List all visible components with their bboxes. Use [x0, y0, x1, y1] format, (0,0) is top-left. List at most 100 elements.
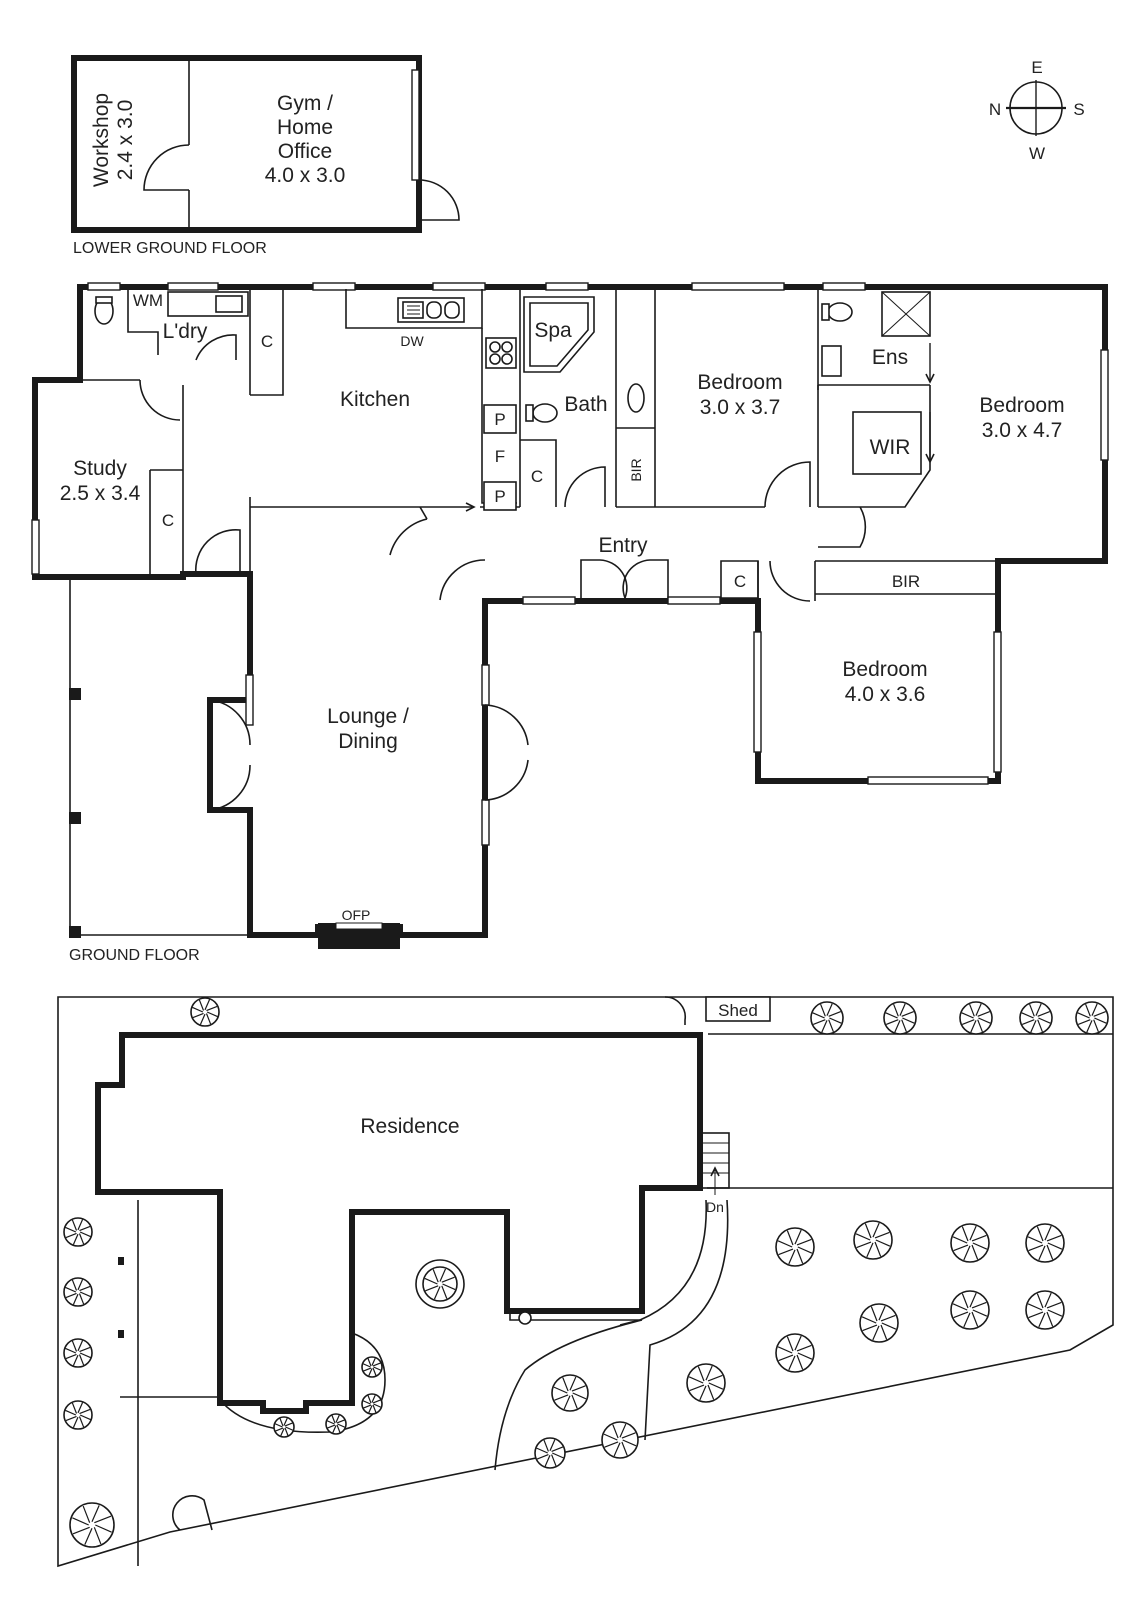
compass-west: W	[1029, 144, 1045, 163]
bath-label: Bath	[564, 393, 607, 416]
toilet-icon	[532, 403, 558, 423]
fridge-label: F	[495, 447, 505, 466]
tree-icon	[69, 1502, 115, 1548]
workshop-label: Workshop	[90, 93, 113, 187]
cooktop-icon	[485, 337, 517, 369]
gym-label-line3: Office	[278, 140, 332, 163]
tree-icon	[959, 1001, 993, 1035]
bedroom-door-icon	[764, 461, 811, 508]
spa-bath-icon	[523, 296, 595, 373]
compass-east: E	[1031, 58, 1042, 77]
ground-floor: WM L'dry C Kitchen DW P F P C Spa Bath B…	[31, 282, 1109, 964]
site-plan: Shed Residence Dn	[57, 996, 1114, 1568]
tree-icon	[361, 1356, 383, 1378]
cupboard-label: C	[531, 467, 543, 486]
ground-floor-outline	[32, 284, 1108, 938]
window	[1100, 349, 1109, 461]
window	[167, 282, 219, 291]
entry-label: Entry	[598, 534, 648, 557]
site-trees	[63, 997, 1109, 1548]
verandah-post	[69, 926, 81, 938]
compass-south: S	[1073, 100, 1084, 119]
tree-icon	[883, 1001, 917, 1035]
window	[481, 664, 490, 706]
bath-door-icon	[564, 466, 606, 508]
window	[245, 674, 254, 726]
verandah-post	[69, 688, 81, 700]
window	[691, 282, 785, 291]
lounge-double-door-icon	[209, 699, 251, 811]
window	[432, 282, 486, 291]
bedroom-door-icon	[769, 560, 811, 602]
toilet-icon	[827, 302, 853, 322]
laundry-door-icon	[195, 334, 237, 361]
dishwasher-label: DW	[400, 333, 424, 349]
tree-icon	[534, 1437, 566, 1469]
tree-icon	[950, 1290, 990, 1330]
entry-door-icon	[439, 559, 486, 601]
tree-icon	[1025, 1290, 1065, 1330]
wir-label: WIR	[870, 436, 911, 459]
kitchen-label: Kitchen	[340, 388, 410, 411]
window	[87, 282, 121, 291]
workshop-size: 2.4 x 3.0	[114, 100, 137, 181]
tree-icon	[551, 1374, 589, 1412]
lower-ground-floor-caption: LOWER GROUND FLOOR	[73, 240, 267, 257]
gym-door-icon	[418, 179, 460, 221]
window	[481, 799, 490, 846]
bedroom-b-label: Bedroom	[979, 394, 1064, 417]
cupboard-label: C	[261, 332, 273, 351]
lounge-label-line2: Dining	[338, 730, 398, 753]
pantry-label: P	[494, 487, 505, 506]
compass-rose: E N S W	[989, 58, 1085, 163]
tree-icon	[950, 1223, 990, 1263]
verandah-post	[69, 812, 81, 824]
cupboard-label: C	[162, 511, 174, 530]
tree-icon	[859, 1303, 899, 1343]
bedroom-door-icon	[818, 506, 867, 548]
study-label: Study	[73, 457, 127, 480]
window	[822, 282, 866, 291]
bedroom-a-label: Bedroom	[697, 371, 782, 394]
spa-label: Spa	[534, 319, 572, 342]
window	[31, 519, 40, 575]
bir-label: BIR	[892, 572, 920, 591]
bir-label: BIR	[628, 458, 644, 481]
study-size: 2.5 x 3.4	[60, 482, 141, 505]
gym-label-line2: Home	[277, 116, 333, 139]
ground-floor-caption: GROUND FLOOR	[69, 947, 200, 964]
tree-icon	[1019, 1001, 1053, 1035]
entry-door-icon	[389, 518, 428, 556]
residence-label: Residence	[360, 1115, 459, 1138]
tree-icon	[601, 1421, 639, 1459]
site-stairs: Dn	[701, 1132, 730, 1215]
tree-planter	[415, 1259, 465, 1309]
site-boundary	[57, 996, 1114, 1568]
tree-icon	[1025, 1223, 1065, 1263]
study-door-icon	[139, 379, 181, 421]
window	[867, 776, 989, 785]
window	[545, 282, 589, 291]
lounge-label-line1: Lounge /	[327, 705, 409, 728]
gym-label-line1: Gym /	[277, 92, 333, 115]
lamp-post-icon	[518, 1311, 532, 1325]
bedroom-c-label: Bedroom	[842, 658, 927, 681]
basin-icon	[627, 383, 645, 413]
window	[522, 596, 576, 605]
laundry-sink-icon	[215, 295, 243, 313]
gym-size: 4.0 x 3.0	[265, 164, 346, 187]
window	[667, 596, 721, 605]
tree-icon	[273, 1416, 295, 1438]
window	[753, 631, 762, 753]
shed-label: Shed	[718, 1001, 758, 1020]
tree-icon	[325, 1413, 347, 1435]
tree-icon	[686, 1363, 726, 1403]
workshop-door-icon	[143, 144, 190, 191]
laundry-label: L'dry	[163, 320, 208, 343]
cupboard-label: C	[734, 572, 746, 591]
basin-icon	[821, 345, 842, 377]
tree-icon	[775, 1333, 815, 1373]
window	[312, 282, 356, 291]
bedroom-b-size: 3.0 x 4.7	[982, 419, 1063, 442]
